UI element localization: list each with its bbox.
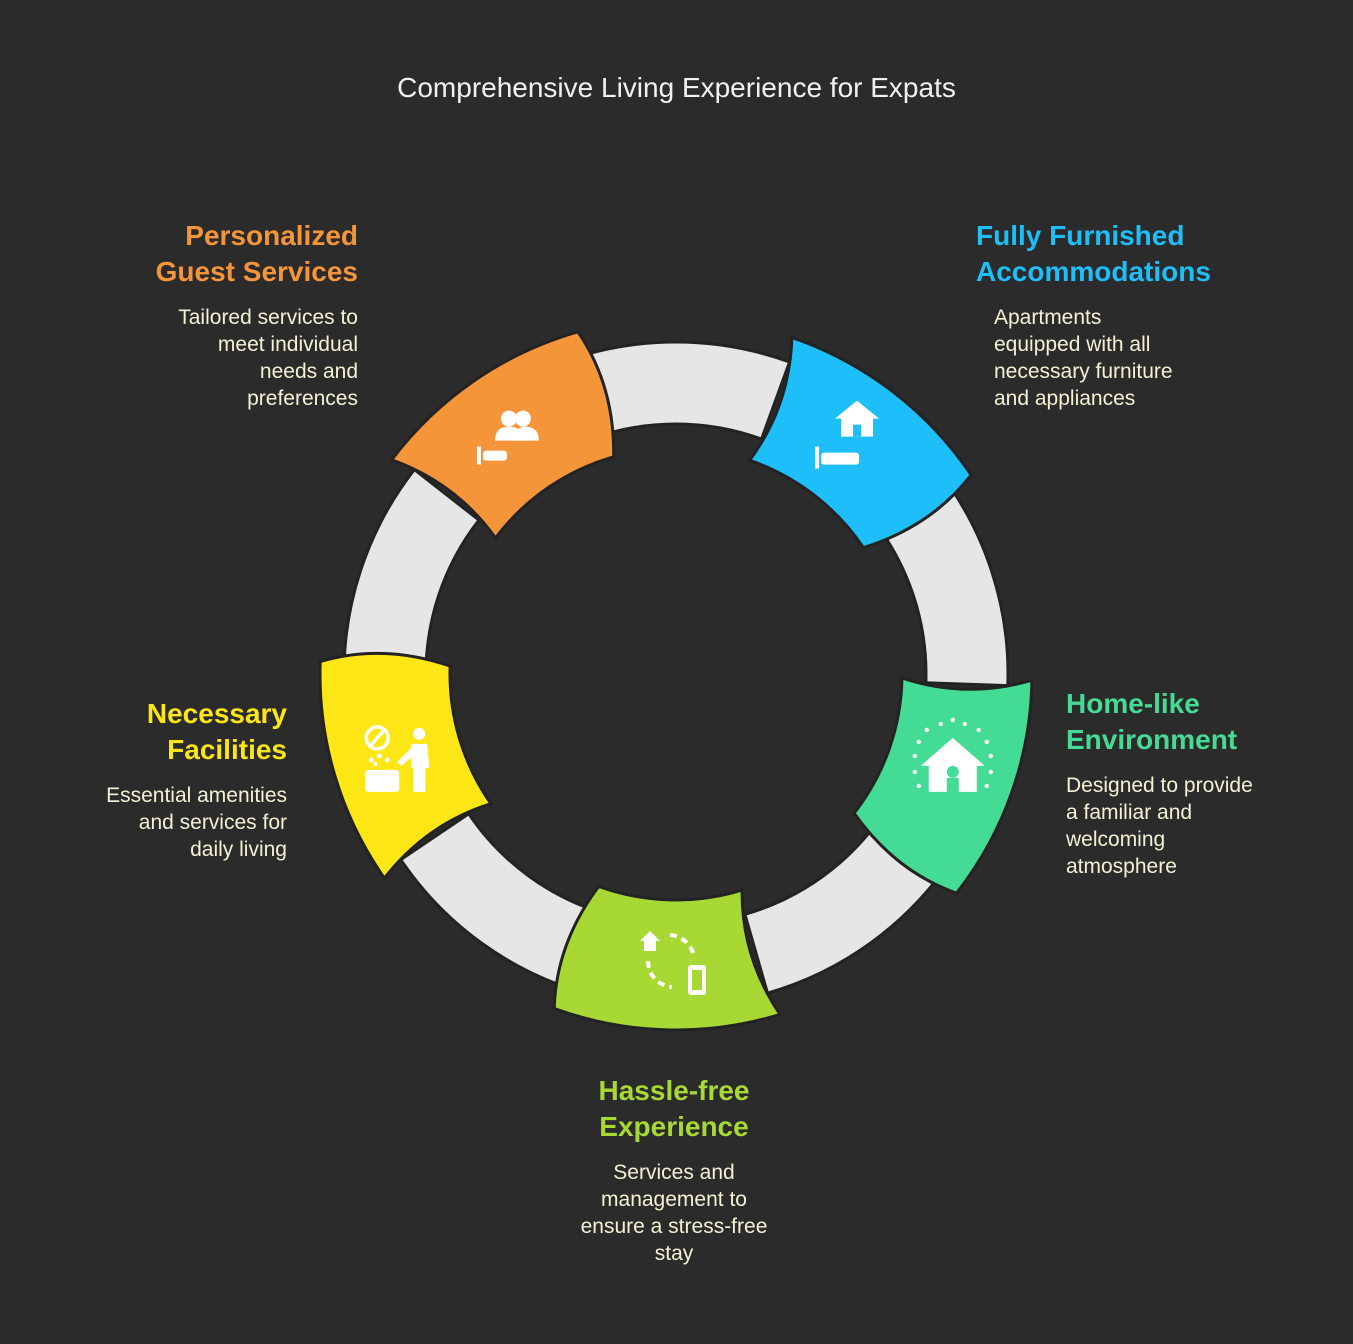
step-block [552,884,783,1032]
step-home-like-environment: Home-like Environment Designed to provid… [1066,686,1336,880]
step-necessary-facilities: Necessary Facilities Essential amenities… [17,696,287,863]
step-hassle-free-experience: Hassle-free Experience Services and mana… [524,1073,824,1267]
facilities-icon [364,725,430,792]
diagram-title: Comprehensive Living Experience for Expa… [397,72,956,103]
step-title: Necessary Facilities [146,698,287,765]
sparkling-home-icon [912,717,993,792]
guest-services-icon [476,410,539,465]
step-description: Tailored services to meet individual nee… [178,306,358,410]
step-title: Hassle-free Experience [598,1075,750,1142]
step-title: Fully Furnished Accommodations [976,220,1211,287]
step-description: Designed to provide a familiar and welco… [1066,774,1253,878]
step-personalized-guest-services: Personalized Guest Services Tailored ser… [18,218,358,412]
step-block [747,335,973,550]
step-icons [364,400,993,995]
step-fully-furnished-accommodations: Fully Furnished Accommodations Apartment… [976,218,1296,412]
step-title: Personalized Guest Services [155,220,358,287]
house-in-hand-icon [815,400,880,469]
step-block [318,651,494,881]
step-description: Essential amenities and services for dai… [106,784,287,861]
step-description: Apartments equipped with all necessary f… [994,306,1173,410]
home-phone-cycle-icon [640,931,706,995]
step-description: Services and management to ensure a stre… [580,1161,768,1265]
step-title: Home-like Environment [1066,688,1238,755]
